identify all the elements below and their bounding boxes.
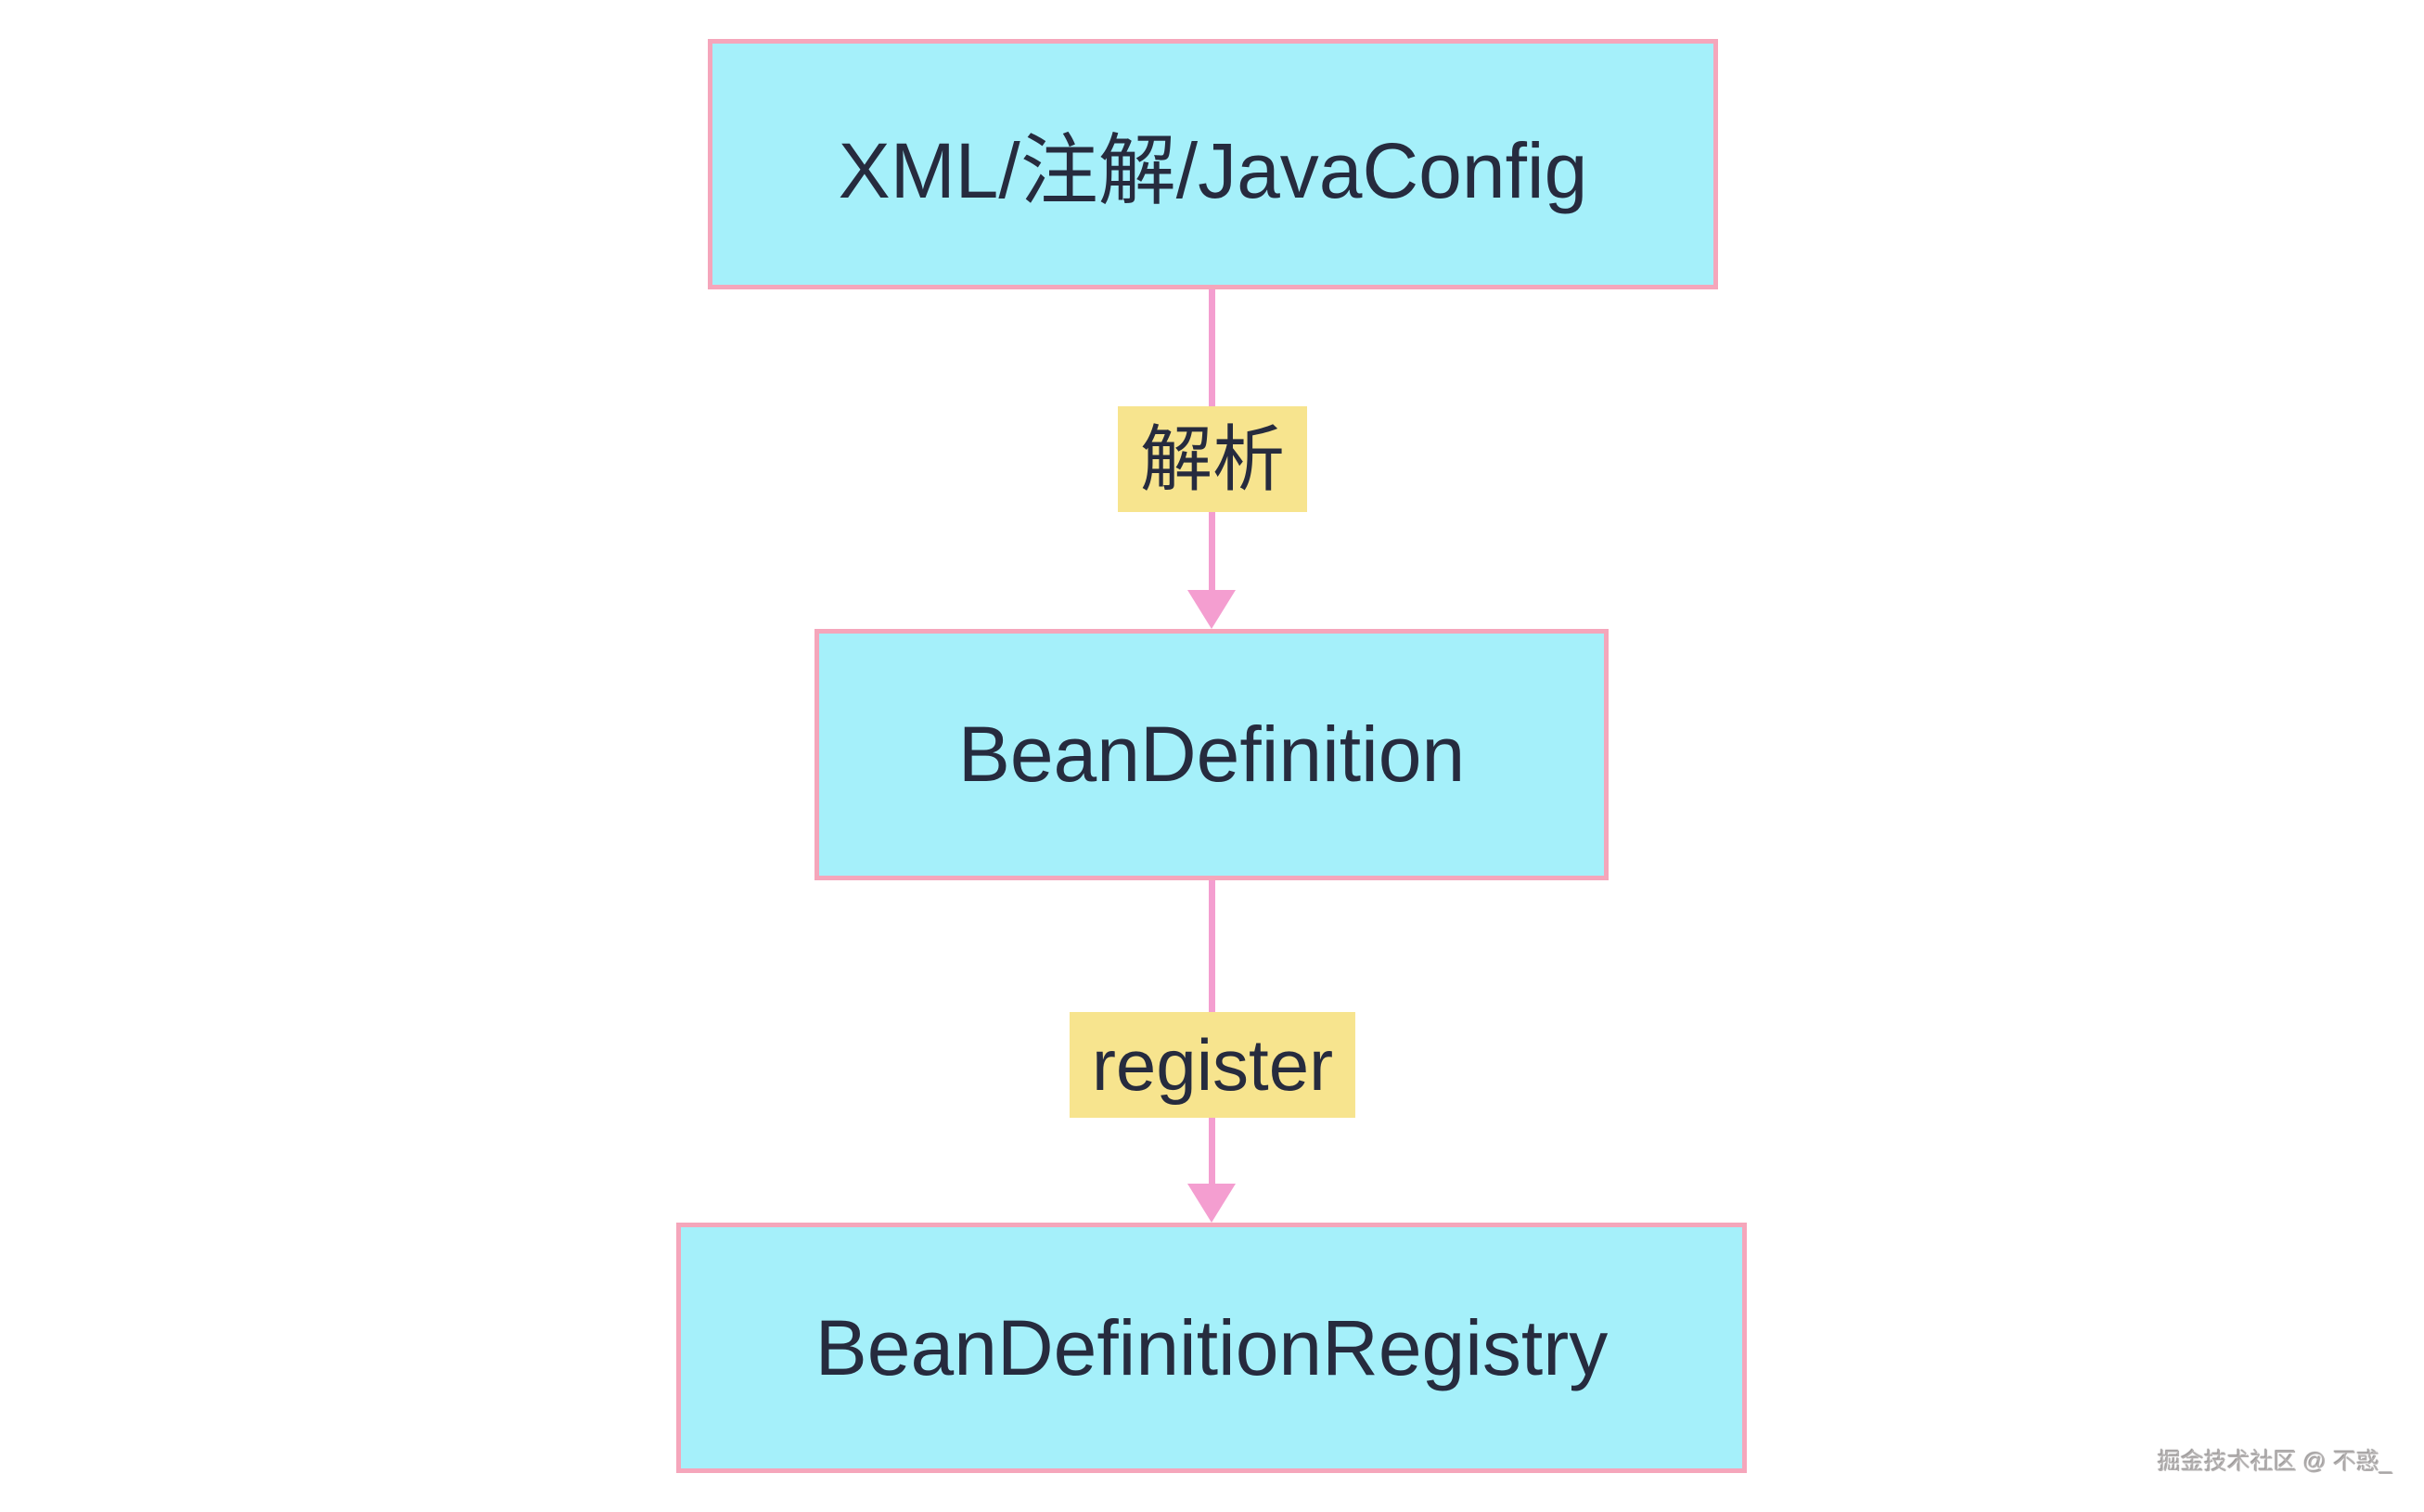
- node-config-source-label: XML/注解/JavaConfig: [838, 126, 1588, 214]
- edge-label-parse: 解析: [1117, 406, 1308, 512]
- arrow-head-icon: [1187, 1184, 1236, 1223]
- node-config-source: XML/注解/JavaConfig: [708, 39, 1718, 289]
- node-bean-definition-label: BeanDefinition: [957, 711, 1466, 798]
- node-bean-definition-registry: BeanDefinitionRegistry: [676, 1223, 1747, 1473]
- node-bean-definition-registry-label: BeanDefinitionRegistry: [814, 1303, 1609, 1391]
- edge-label-register: register: [1069, 1012, 1356, 1118]
- arrow-head-icon: [1187, 590, 1236, 629]
- node-bean-definition: BeanDefinition: [814, 629, 1609, 880]
- watermark: 掘金技术社区 @ 不惑_: [2157, 1449, 2392, 1475]
